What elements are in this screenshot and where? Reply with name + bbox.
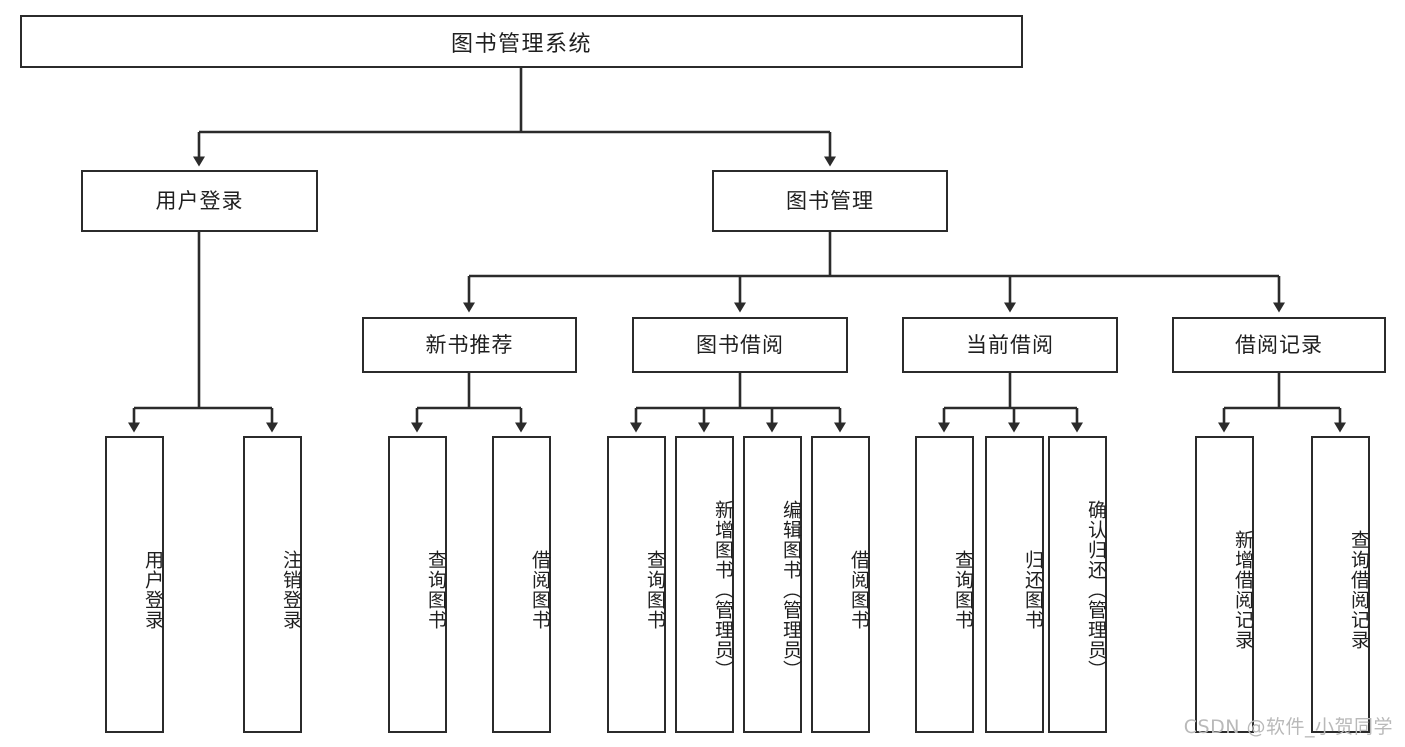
node-label: 当前借阅 bbox=[966, 332, 1054, 357]
leaf-add-borrow-record[interactable]: 新增借阅记录 bbox=[1195, 436, 1254, 733]
leaf-user-logout[interactable]: 注销登录 bbox=[243, 436, 302, 733]
node-label: 借阅图书 bbox=[529, 549, 551, 630]
node-label: 借阅图书 bbox=[848, 549, 870, 630]
node-label: 查询图书 bbox=[425, 549, 447, 630]
leaf-confirm-return-admin[interactable]: 确认归还（管理员） bbox=[1048, 436, 1107, 733]
node-book-borrow[interactable]: 图书借阅 bbox=[632, 317, 848, 373]
node-label: 查询借阅记录 bbox=[1348, 529, 1370, 650]
leaf-query-book-borrow[interactable]: 查询图书 bbox=[607, 436, 666, 733]
node-root[interactable]: 图书管理系统 bbox=[20, 15, 1023, 68]
node-label: 新增借阅记录 bbox=[1232, 529, 1254, 650]
leaf-query-borrow-record[interactable]: 查询借阅记录 bbox=[1311, 436, 1370, 733]
leaf-return-book[interactable]: 归还图书 bbox=[985, 436, 1044, 733]
node-label: 新增图书（管理员） bbox=[712, 499, 734, 680]
watermark: CSDN @软件_小贺同学 bbox=[1183, 716, 1393, 738]
node-label: 借阅记录 bbox=[1235, 332, 1323, 357]
node-label: 归还图书 bbox=[1022, 549, 1044, 630]
node-user-login[interactable]: 用户登录 bbox=[81, 170, 318, 232]
node-label: 查询图书 bbox=[952, 549, 974, 630]
node-label: 图书管理 bbox=[786, 188, 874, 213]
node-label: 用户登录 bbox=[155, 188, 244, 213]
leaf-add-book-admin[interactable]: 新增图书（管理员） bbox=[675, 436, 734, 733]
leaf-borrow-book-recommend[interactable]: 借阅图书 bbox=[492, 436, 551, 733]
node-label: 注销登录 bbox=[280, 549, 302, 630]
node-label: 图书管理系统 bbox=[450, 31, 592, 57]
leaf-user-login[interactable]: 用户登录 bbox=[105, 436, 164, 733]
node-label: 编辑图书（管理员） bbox=[780, 499, 802, 680]
node-book-management[interactable]: 图书管理 bbox=[712, 170, 948, 232]
leaf-edit-book-admin[interactable]: 编辑图书（管理员） bbox=[743, 436, 802, 733]
node-borrow-records[interactable]: 借阅记录 bbox=[1172, 317, 1386, 373]
node-label: 图书借阅 bbox=[696, 332, 784, 357]
node-new-book-recommend[interactable]: 新书推荐 bbox=[362, 317, 577, 373]
node-current-borrow[interactable]: 当前借阅 bbox=[902, 317, 1118, 373]
node-label: 确认归还（管理员） bbox=[1085, 499, 1107, 680]
leaf-query-book-current[interactable]: 查询图书 bbox=[915, 436, 974, 733]
node-label: 用户登录 bbox=[142, 549, 164, 630]
leaf-borrow-book[interactable]: 借阅图书 bbox=[811, 436, 870, 733]
node-label: 新书推荐 bbox=[425, 332, 514, 357]
node-label: 查询图书 bbox=[644, 549, 666, 630]
leaf-query-book-recommend[interactable]: 查询图书 bbox=[388, 436, 447, 733]
